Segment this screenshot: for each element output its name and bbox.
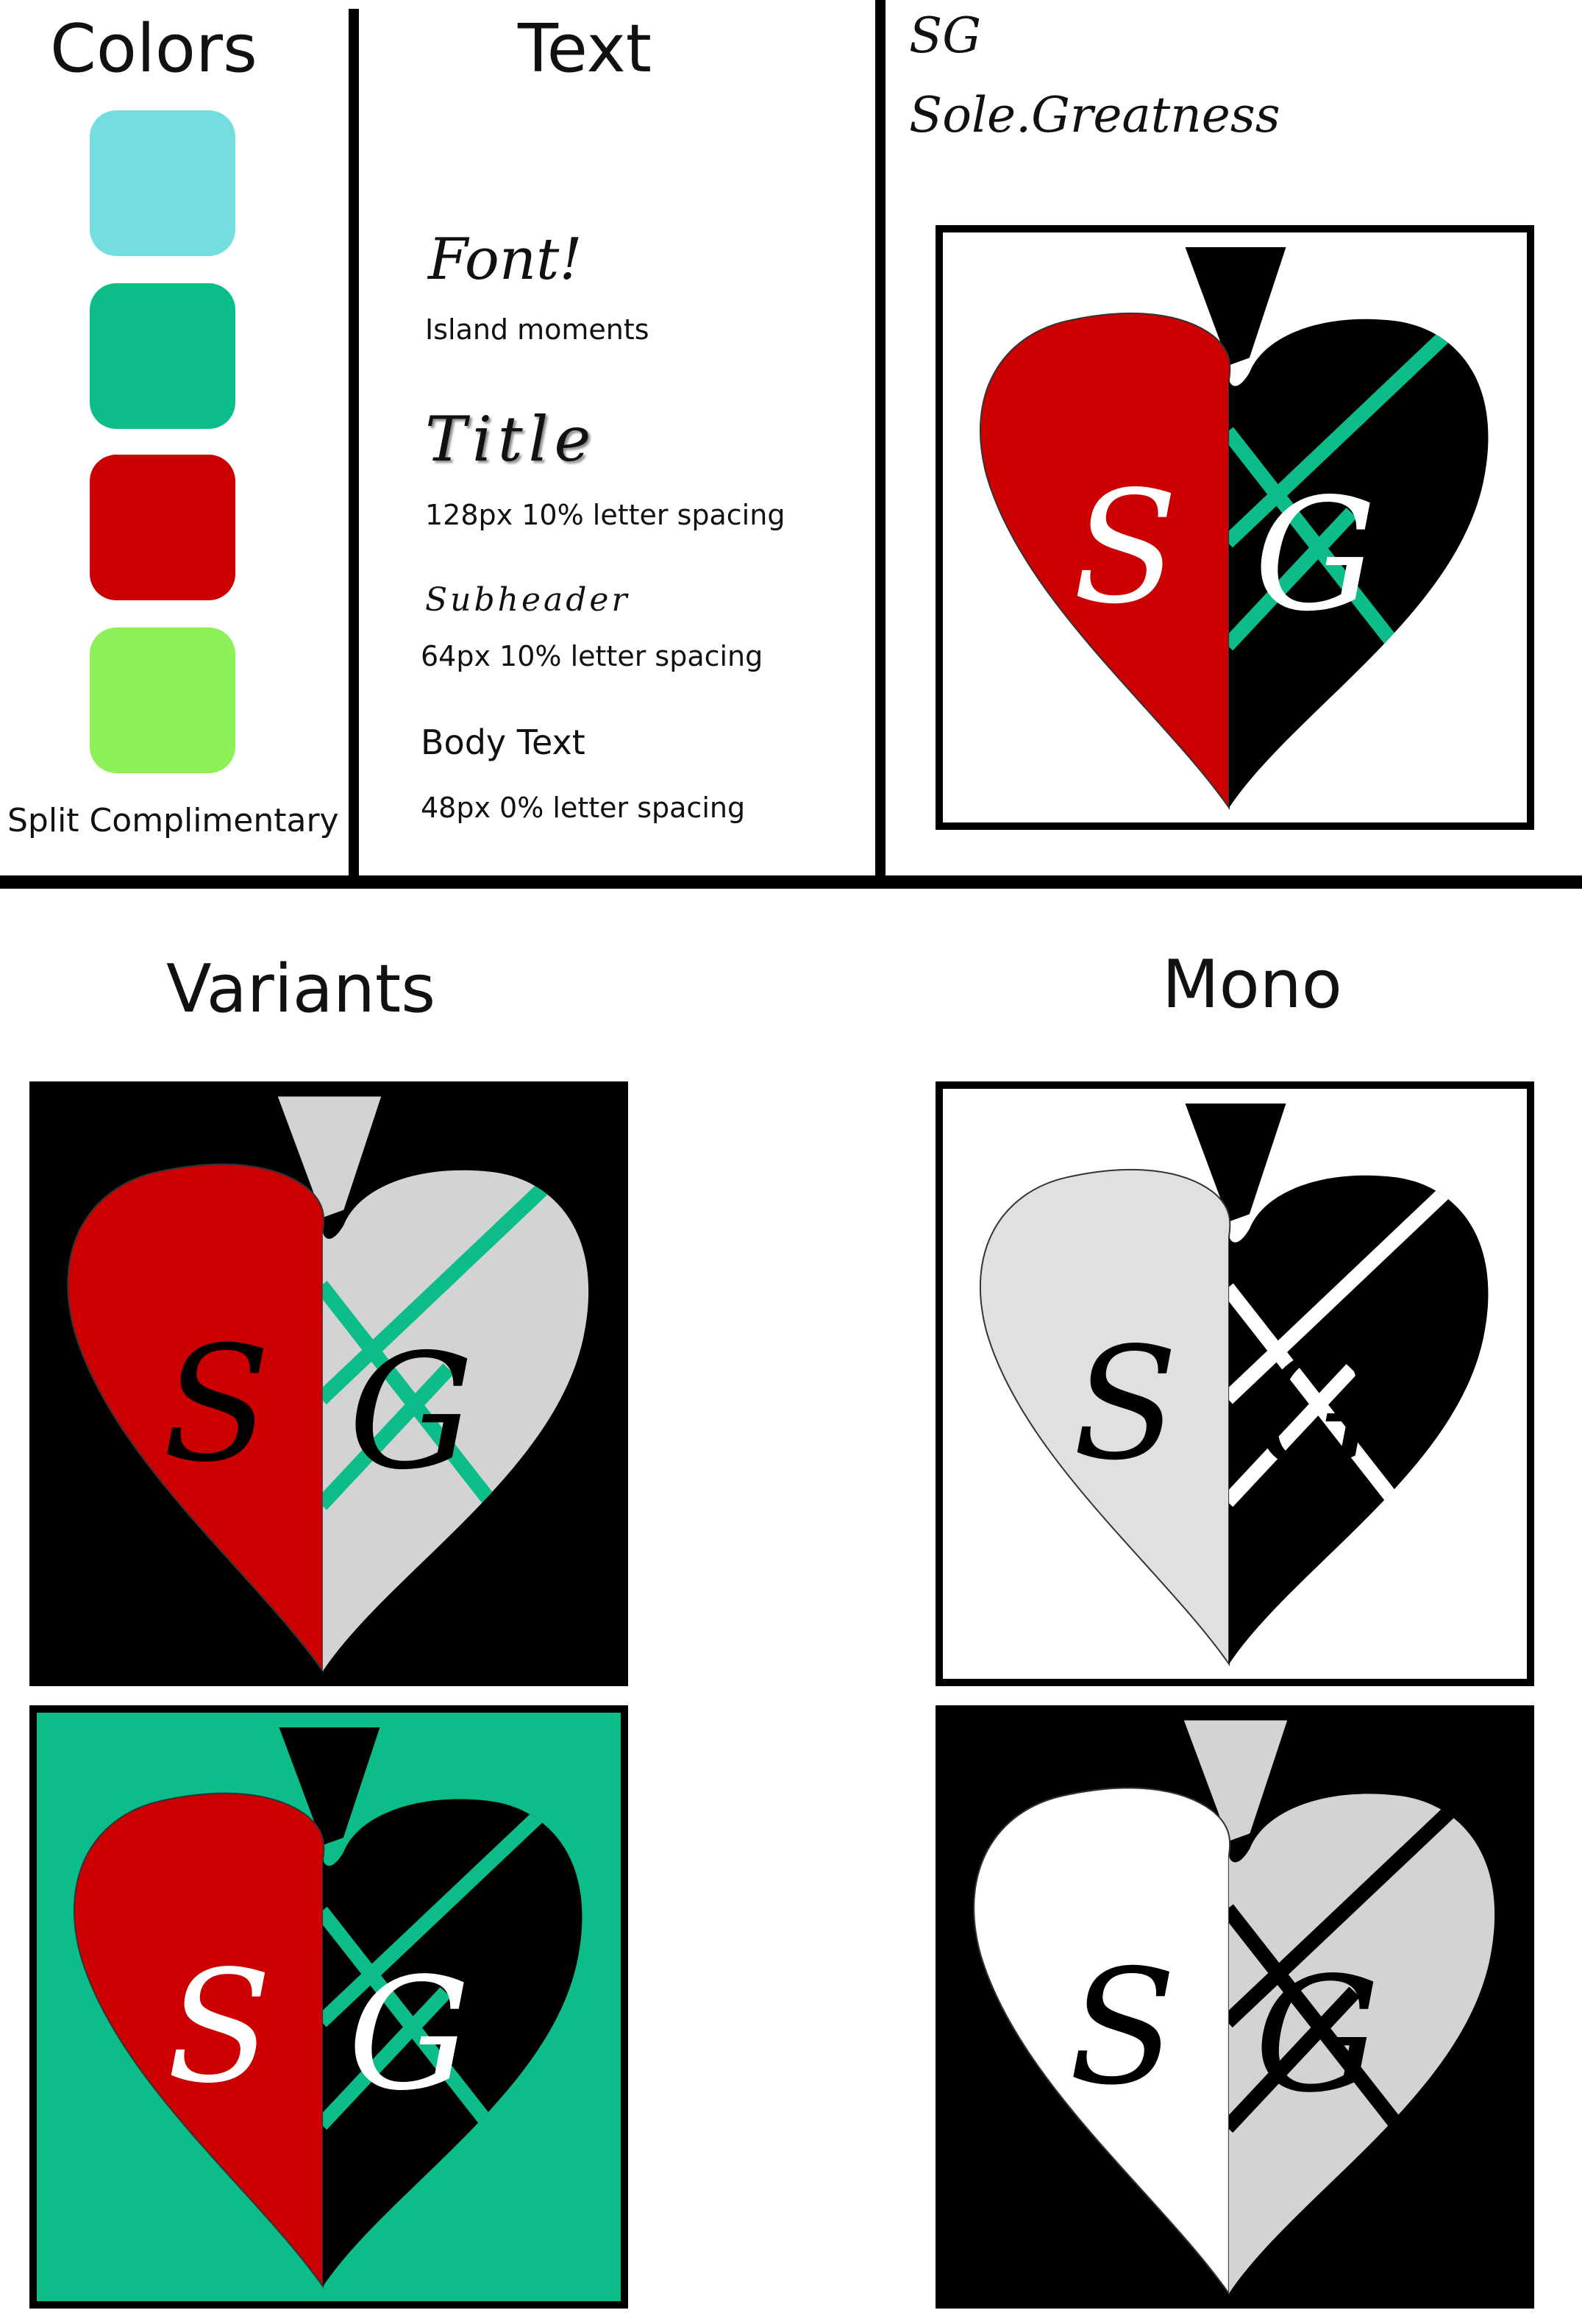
colors-caption: Split Complimentary: [7, 802, 339, 839]
spade-left-half: [973, 1787, 1231, 2296]
spade-right-half: [1229, 319, 1489, 808]
monogram-g: G: [1254, 466, 1377, 645]
font-name: Island moments: [425, 313, 649, 346]
spade-left-half: [980, 312, 1231, 811]
divider-vertical-1: [349, 9, 359, 881]
spade-left-half: [980, 1168, 1231, 1667]
divider-vertical-2: [875, 0, 886, 881]
text-heading: Text: [518, 10, 652, 88]
swatch-red: [90, 455, 235, 600]
spade-stem: [1185, 247, 1286, 366]
divider-horizontal: [0, 875, 1582, 889]
monogram-s: S: [1073, 1315, 1178, 1494]
spade-left-half: [74, 1792, 325, 2289]
swatch-light-cyan: [90, 110, 235, 256]
monogram-g: G: [348, 1945, 470, 2125]
monogram-g: G: [1255, 1943, 1380, 2128]
spade-stem: [1185, 1104, 1286, 1222]
logo-wordmark: Sole.Greatness: [909, 87, 1280, 143]
logo-monogram: SG: [909, 7, 981, 64]
monogram-g: G: [1254, 1322, 1377, 1502]
spade-right-half: [1229, 1175, 1489, 1664]
body-sample: Body Text: [421, 722, 585, 762]
monogram-s: S: [1073, 458, 1178, 638]
spade-stem: [1183, 1720, 1288, 1841]
body-spec: 48px 0% letter spacing: [421, 792, 746, 824]
swatch-lime-green: [90, 628, 235, 773]
monogram-s: S: [1069, 1936, 1176, 2120]
swatch-teal-green: [90, 283, 235, 429]
subheader-spec: 64px 10% letter spacing: [421, 640, 763, 672]
spade-right-half: [1228, 1794, 1495, 2294]
monogram-s: S: [163, 1312, 270, 1497]
title-sample: Title: [425, 403, 597, 475]
monogram-s: S: [167, 1938, 272, 2117]
spade-stem: [277, 1096, 382, 1218]
monogram-g: G: [349, 1320, 474, 1504]
colors-heading: Colors: [50, 10, 257, 88]
variants-heading: Variants: [166, 950, 436, 1028]
title-spec: 128px 10% letter spacing: [425, 499, 785, 531]
spade-stem: [279, 1727, 380, 1845]
subheader-sample: Subheader: [425, 581, 630, 619]
mono-heading: Mono: [1162, 946, 1342, 1023]
spade-right-half: [322, 1170, 589, 1671]
spade-left-half: [67, 1163, 325, 1674]
font-sample: Font!: [428, 227, 582, 293]
spade-right-half: [323, 1799, 582, 2286]
